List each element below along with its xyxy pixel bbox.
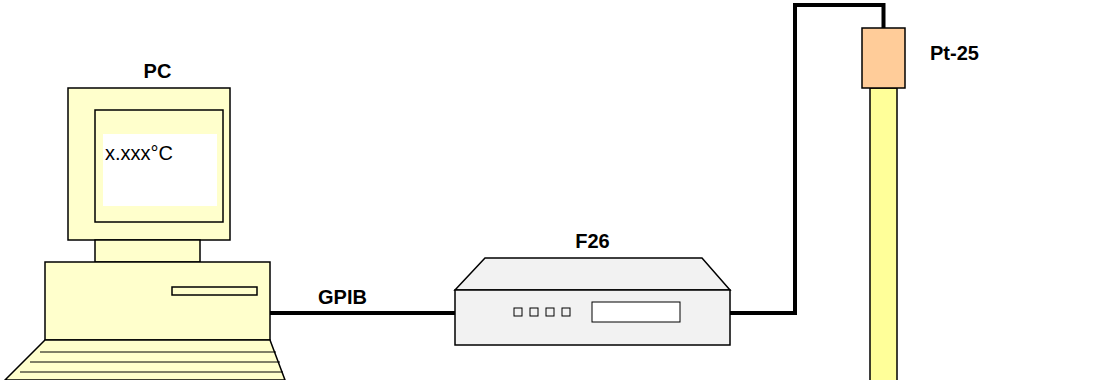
system-unit bbox=[45, 262, 270, 340]
button bbox=[514, 308, 522, 316]
monitor-stand bbox=[95, 240, 200, 262]
keyboard bbox=[5, 340, 285, 380]
instrument-top bbox=[455, 258, 730, 290]
instrument-front bbox=[455, 290, 730, 345]
screen-frame bbox=[95, 110, 223, 222]
probe-stem bbox=[870, 88, 897, 380]
probe-node: Pt-25 bbox=[862, 28, 1012, 380]
button bbox=[562, 308, 570, 316]
probe-head bbox=[862, 28, 905, 88]
button bbox=[530, 308, 538, 316]
drive-slot bbox=[172, 287, 257, 295]
cable bbox=[270, 311, 455, 315]
device-label: Pt-25 bbox=[930, 42, 979, 65]
screen-reading: x.xxx°C bbox=[105, 142, 173, 165]
computer-node: PC x.xxx°C bbox=[45, 58, 270, 340]
instrument-drawing bbox=[455, 258, 730, 345]
probe-drawing bbox=[862, 28, 905, 380]
bus-label: GPIB bbox=[316, 286, 369, 309]
computer-drawing bbox=[5, 88, 285, 380]
monitor bbox=[68, 88, 230, 240]
device-label: PC bbox=[144, 60, 172, 83]
device-label: F26 bbox=[575, 230, 609, 253]
display bbox=[592, 302, 680, 322]
button bbox=[546, 308, 554, 316]
keyboard-rows bbox=[20, 352, 283, 372]
instrument-node: F26 bbox=[455, 228, 730, 345]
screen bbox=[103, 134, 217, 206]
cable bbox=[730, 5, 884, 313]
